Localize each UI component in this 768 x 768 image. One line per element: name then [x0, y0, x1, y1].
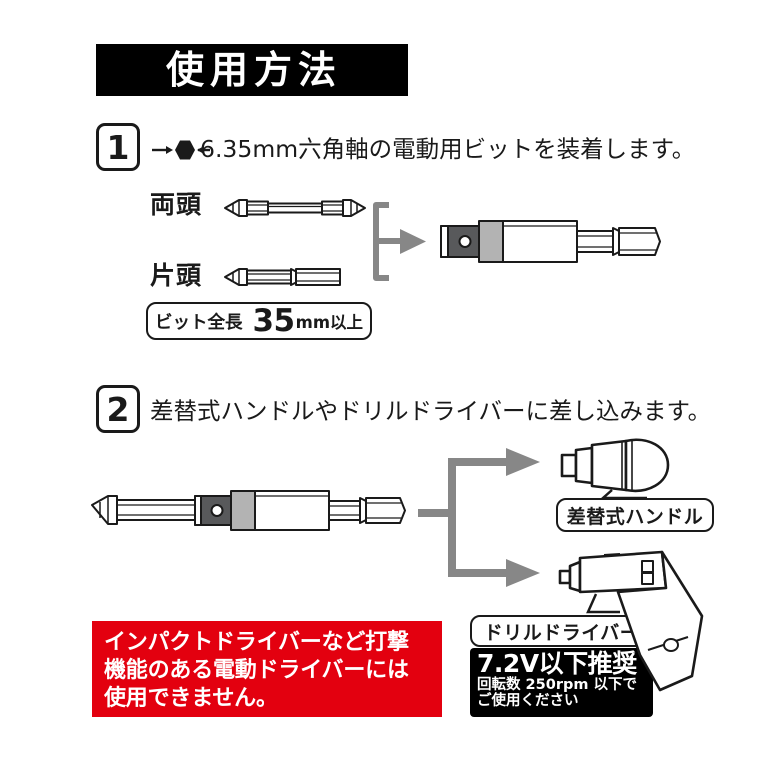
- bit-length-value: 35: [252, 302, 295, 339]
- driver-callout-pointer: [586, 593, 620, 614]
- step-2-instruction-text: 差替式ハンドルやドリルドライバーに差し込みます。: [150, 397, 712, 425]
- step1-arrow-head: [400, 229, 426, 254]
- handle-callout-pointer: [599, 489, 647, 500]
- warning-line-3: 使用できません。: [104, 686, 278, 712]
- double-ended-bit-illustration: [224, 199, 366, 217]
- bit-label-single: 片頭: [150, 263, 202, 288]
- page-title: 使用方法: [165, 48, 342, 92]
- step2-branch-arrow: [418, 458, 510, 577]
- step-1-instruction-text: 6.35mm六角軸の電動用ビットを装着します。: [200, 135, 696, 163]
- warning-line-2: 機能のある電動ドライバーには: [104, 658, 409, 684]
- assembled-tool-illustration: [91, 490, 406, 531]
- bit-length-callout: ビット全長 35 mm以上: [146, 302, 372, 340]
- step-2-number: 2: [106, 389, 130, 429]
- interchangeable-handle-illustration: [560, 438, 670, 493]
- driver-callout: ドリルドライバー: [470, 615, 653, 647]
- bit-length-unit: mm以上: [295, 313, 364, 332]
- step2-arrow-head-lower: [506, 559, 540, 587]
- warning-line-1: インパクトドライバーなど打撃: [104, 630, 409, 655]
- warning-banner: インパクトドライバーなど打撃 機能のある電動ドライバーには 使用できません。: [92, 621, 442, 717]
- handle-callout: 差替式ハンドル: [556, 498, 714, 532]
- bit-label-single-text: 片頭: [150, 261, 203, 290]
- extension-bar-illustration: [440, 220, 661, 263]
- spec-usage-line: ご使用ください: [477, 693, 579, 710]
- driver-spec-box: 7.2V以下推奨 回転数 250rpm 以下で ご使用ください: [470, 648, 653, 717]
- step-1-instruction: 6.35mm六角軸の電動用ビットを装着します。: [200, 135, 696, 163]
- step-2-instruction: 差替式ハンドルやドリルドライバーに差し込みます。: [150, 397, 712, 425]
- page-title-banner: 使用方法: [96, 44, 408, 96]
- spec-voltage-line: 7.2V以下推奨: [477, 649, 637, 678]
- step-2-badge: 2: [96, 385, 140, 433]
- single-ended-bit-illustration: [224, 268, 341, 286]
- step1-merge-arrow: [373, 202, 402, 281]
- bit-label-double-text: 両頭: [150, 190, 203, 219]
- step-1-number: 1: [106, 127, 130, 167]
- step2-arrow-head-upper: [506, 448, 540, 476]
- spec-rpm-line: 回転数 250rpm 以下で: [477, 676, 638, 693]
- bit-length-label: ビット全長: [154, 312, 243, 333]
- driver-callout-label: ドリルドライバー: [483, 621, 640, 644]
- step-1-badge: 1: [96, 123, 140, 171]
- handle-callout-label: 差替式ハンドル: [566, 505, 704, 528]
- bit-label-double: 両頭: [150, 192, 202, 217]
